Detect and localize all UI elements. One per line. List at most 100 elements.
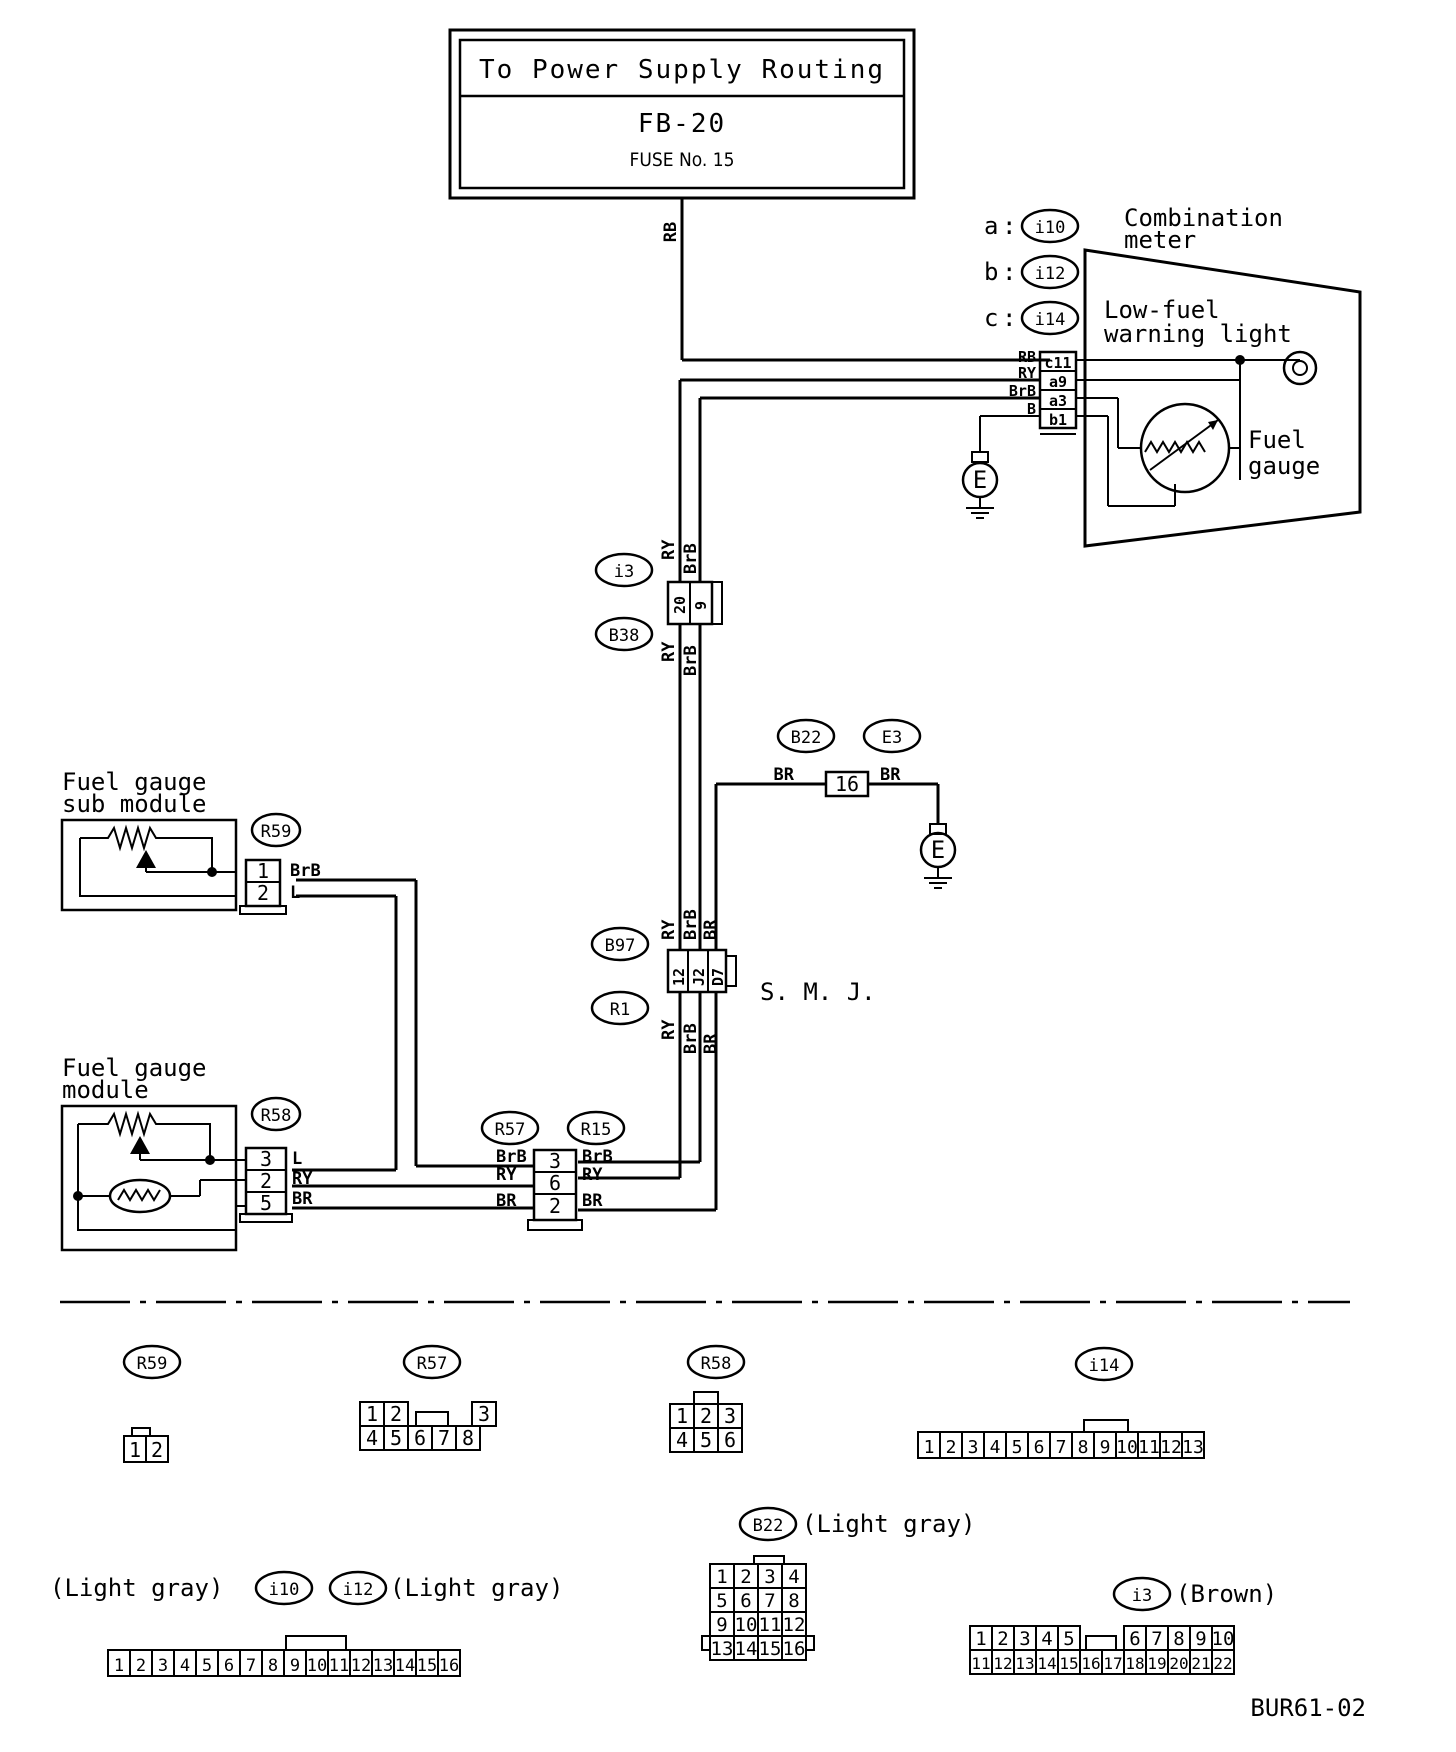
power-supply-box: To Power Supply Routing FB-20 FUSE No. 1… xyxy=(448,28,916,200)
pin-number: 7 xyxy=(1151,1628,1162,1650)
svg-text:20: 20 xyxy=(671,596,689,614)
svg-text:R1: R1 xyxy=(610,1000,630,1020)
pin-number: 5 xyxy=(1063,1628,1074,1650)
svg-text:BR: BR xyxy=(496,1191,517,1211)
svg-text:(Light gray): (Light gray) xyxy=(50,1574,223,1602)
pin-number: 10 xyxy=(1212,1628,1235,1650)
module-label: Fuel gauge xyxy=(62,1054,207,1082)
svg-text:1: 1 xyxy=(257,859,269,883)
pin-number: 3 xyxy=(158,1656,168,1676)
pin-number: 14 xyxy=(735,1638,758,1660)
pin-number: 1 xyxy=(676,1404,688,1428)
pin-number: 12 xyxy=(351,1656,371,1676)
svg-text:RB: RB xyxy=(661,222,681,242)
svg-text:BR: BR xyxy=(701,1033,721,1054)
pin-number: 9 xyxy=(716,1614,727,1636)
pin-cell xyxy=(717,1427,743,1453)
pin-number: 10 xyxy=(735,1614,758,1636)
pin-number: 16 xyxy=(439,1656,459,1676)
pin-number: 6 xyxy=(224,1656,234,1676)
pin-number: 12 xyxy=(993,1654,1012,1673)
pin-cell xyxy=(1181,1431,1205,1459)
pin-number: 6 xyxy=(724,1428,736,1452)
pin-number: 5 xyxy=(700,1428,712,1452)
pin-number: 3 xyxy=(724,1404,736,1428)
svg-text:BrB: BrB xyxy=(681,1023,701,1054)
pin-number: 17 xyxy=(1103,1654,1122,1673)
pin-number: 8 xyxy=(1078,1437,1089,1458)
pin-number: 8 xyxy=(462,1426,474,1450)
pin-number: 5 xyxy=(1012,1437,1023,1458)
svg-text:BR: BR xyxy=(774,765,795,785)
svg-text:(Brown): (Brown) xyxy=(1176,1580,1277,1608)
pin-number: 12 xyxy=(783,1614,806,1636)
pin-number: 15 xyxy=(1059,1654,1078,1673)
pin-number: 11 xyxy=(759,1614,782,1636)
svg-text:5: 5 xyxy=(260,1191,272,1215)
svg-text:RY: RY xyxy=(496,1165,517,1185)
svg-text:i3: i3 xyxy=(614,562,634,582)
svg-text:16: 16 xyxy=(835,772,859,796)
svg-text:BrB: BrB xyxy=(681,543,701,574)
svg-text:J2: J2 xyxy=(690,968,708,986)
svg-text:RY: RY xyxy=(1018,364,1036,382)
fuel-gauge-module: Fuel gauge module R58 3 2 5 L RY BR xyxy=(60,1054,313,1252)
svg-text:R58: R58 xyxy=(261,1106,292,1126)
pin-number: 15 xyxy=(759,1638,782,1660)
meter-title: Combination xyxy=(1124,204,1283,232)
pin-number: 5 xyxy=(716,1590,727,1612)
pin-cell xyxy=(145,1435,169,1463)
svg-text:B38: B38 xyxy=(609,626,640,646)
pin-number: 11 xyxy=(1138,1437,1160,1458)
svg-text:BR: BR xyxy=(880,765,901,785)
pin-number: 3 xyxy=(764,1566,775,1588)
combination-meter: Combination meter a : i10 b : i12 c : i1… xyxy=(984,204,1362,548)
meter-connector-c: c : i14 xyxy=(984,300,1080,336)
svg-text:RY: RY xyxy=(582,1165,603,1185)
svg-text:BR: BR xyxy=(701,919,721,940)
pin-number: 4 xyxy=(788,1566,799,1588)
pin-number: 1 xyxy=(716,1566,727,1588)
svg-text:BR: BR xyxy=(582,1191,603,1211)
pin-number: 1 xyxy=(975,1628,986,1650)
svg-text:12: 12 xyxy=(670,968,688,986)
pin-number: 4 xyxy=(180,1656,190,1676)
pin-number: 2 xyxy=(740,1566,751,1588)
power-box-title: To Power Supply Routing xyxy=(479,55,885,85)
connector-latch xyxy=(1083,1419,1129,1433)
pin-number: 2 xyxy=(700,1404,712,1428)
connector-latch xyxy=(131,1427,151,1437)
figure-code: BUR61-02 xyxy=(1250,1694,1366,1722)
svg-text:BrB: BrB xyxy=(582,1147,613,1167)
pin-number: 13 xyxy=(1015,1654,1034,1673)
pin-number: 5 xyxy=(202,1656,212,1676)
svg-text:meter: meter xyxy=(1124,226,1196,254)
connector-latch xyxy=(285,1635,347,1651)
pin-number: 6 xyxy=(1129,1628,1140,1650)
svg-text:gauge: gauge xyxy=(1248,452,1320,480)
pin-number: 18 xyxy=(1125,1654,1144,1673)
svg-text:RY: RY xyxy=(659,641,679,662)
wire-trunk-lower xyxy=(678,624,702,950)
pin-number: 16 xyxy=(1081,1654,1100,1673)
e3-ground-icon: E xyxy=(919,823,957,889)
svg-text:i12: i12 xyxy=(1035,264,1066,284)
pin-cell xyxy=(471,1401,497,1427)
pin-number: 4 xyxy=(1041,1628,1052,1650)
svg-text:2: 2 xyxy=(257,881,269,905)
pin-number: 14 xyxy=(395,1656,415,1676)
wire-trunk-to-r15 xyxy=(578,992,718,1212)
svg-text::: : xyxy=(1002,258,1016,286)
svg-text:E: E xyxy=(973,466,987,494)
wire-trunk-ry-brb: RY BrB xyxy=(659,378,1040,582)
svg-text:9: 9 xyxy=(692,601,710,610)
svg-text:b1: b1 xyxy=(1049,411,1067,429)
ground-branch-b22: B22 E3 16 BR BR xyxy=(714,718,940,950)
pin-number: 2 xyxy=(946,1437,957,1458)
smj-label: S. M. J. xyxy=(760,978,876,1006)
connector-latch xyxy=(693,1391,719,1405)
svg-text:BrB: BrB xyxy=(496,1147,527,1167)
